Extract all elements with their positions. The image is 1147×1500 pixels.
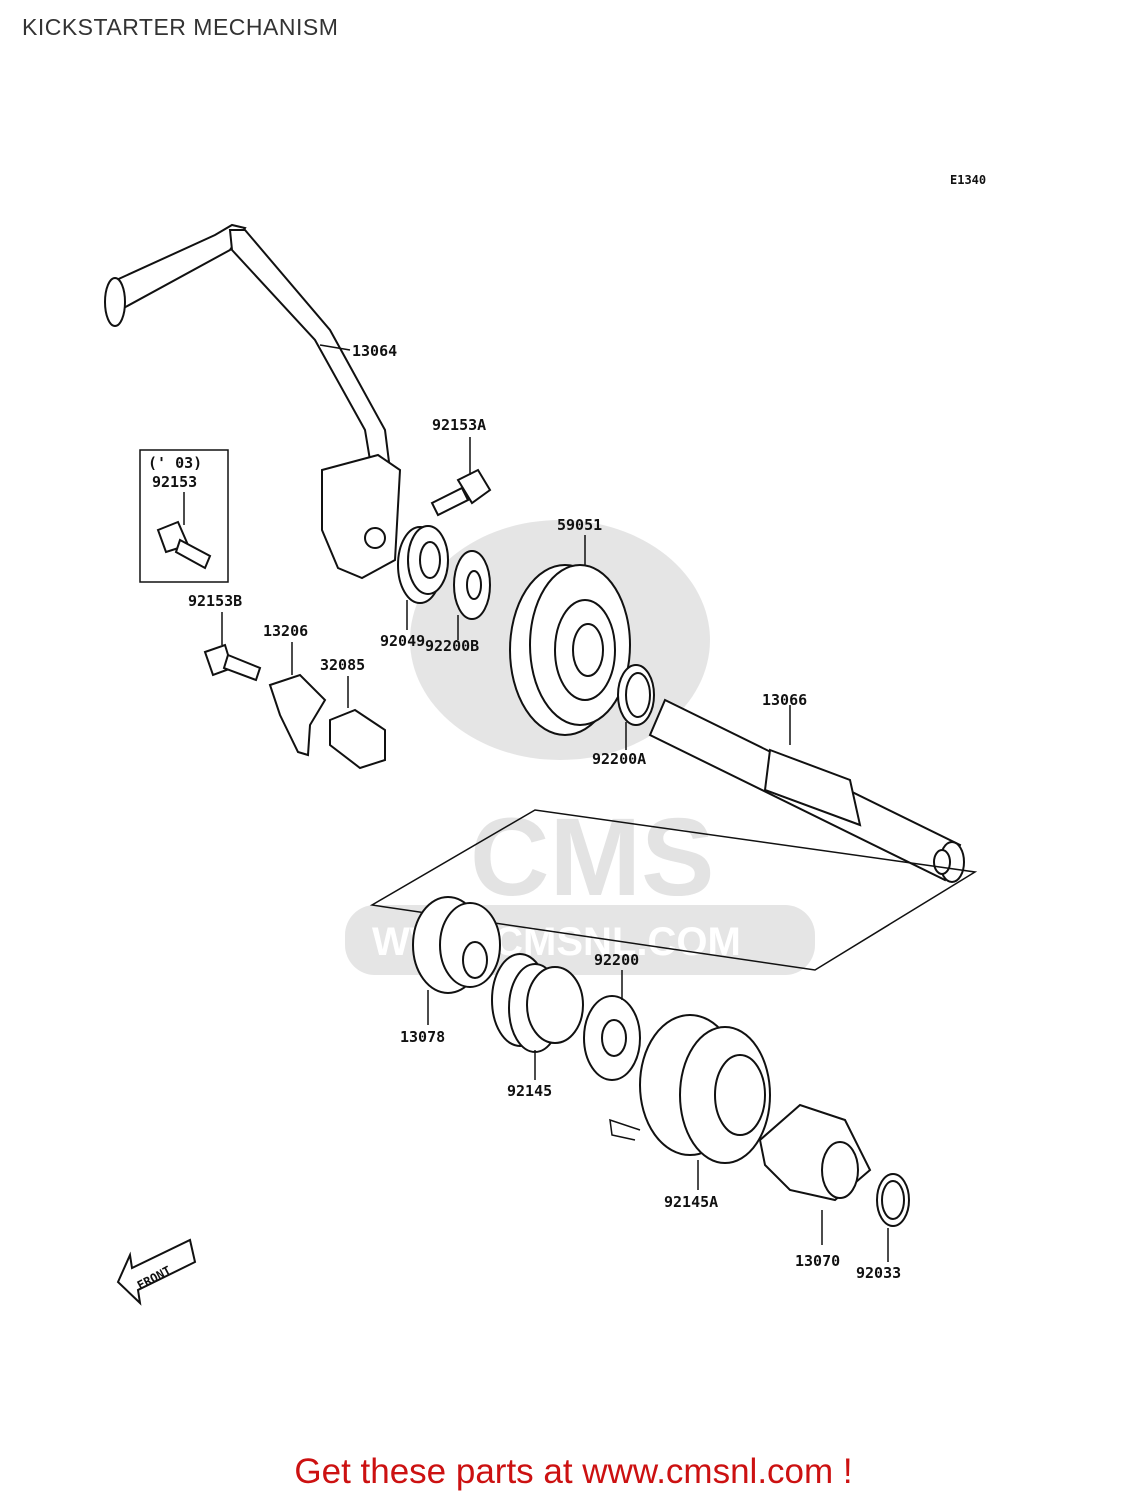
part-label-13206: 13206	[263, 622, 308, 640]
part-label-92153B: 92153B	[188, 592, 242, 610]
bolt-icon	[430, 468, 492, 517]
gear-icon	[509, 564, 631, 736]
bolt-icon	[203, 643, 262, 682]
part-label-59051: 59051	[557, 516, 602, 534]
circlip-icon	[876, 1173, 910, 1227]
coil-spring-icon	[609, 1014, 771, 1164]
shaft-icon	[648, 698, 965, 883]
washer-icon	[453, 550, 491, 620]
footer-text[interactable]: Get these parts at www.cmsnl.com !	[294, 1452, 853, 1491]
part-label-92033: 92033	[856, 1264, 901, 1282]
washer-icon	[583, 995, 641, 1081]
washer-icon	[617, 664, 655, 726]
part-label-92049: 92049	[380, 632, 425, 650]
part-label-92153A: 92153A	[432, 416, 486, 434]
spring-icon	[491, 953, 584, 1053]
front-arrow-icon: FRONT	[116, 1238, 197, 1306]
part-label-32085: 32085	[320, 656, 365, 674]
part-label-13078: 13078	[400, 1028, 445, 1046]
oil-seal-icon	[397, 525, 449, 604]
part-label-13064: 13064	[352, 342, 397, 360]
part-label-92200A: 92200A	[592, 750, 646, 768]
spring-guide-icon	[758, 1103, 872, 1202]
part-label-92145: 92145	[507, 1082, 552, 1100]
ratchet-gear-icon	[412, 896, 501, 994]
assembly-outline	[369, 809, 978, 971]
bolt-icon	[156, 520, 212, 570]
part-label-92200: 92200	[594, 951, 639, 969]
part-label-92200B: 92200B	[425, 637, 479, 655]
plate-icon	[329, 708, 386, 770]
footer-link[interactable]: Get these parts at www.cmsnl.com !	[0, 1452, 1147, 1492]
plate-icon	[268, 673, 327, 757]
part-label-92153: 92153	[152, 473, 197, 491]
page-title: KICKSTARTER MECHANISM	[22, 14, 339, 40]
diagram-code: E1340	[950, 173, 986, 187]
watermark-brand: CMS	[470, 796, 714, 919]
kick-lever-icon	[104, 223, 402, 580]
part-label-13070: 13070	[795, 1252, 840, 1270]
variant-note: (' 03)	[148, 454, 202, 472]
part-label-13066: 13066	[762, 691, 807, 709]
part-label-92145A: 92145A	[664, 1193, 718, 1211]
